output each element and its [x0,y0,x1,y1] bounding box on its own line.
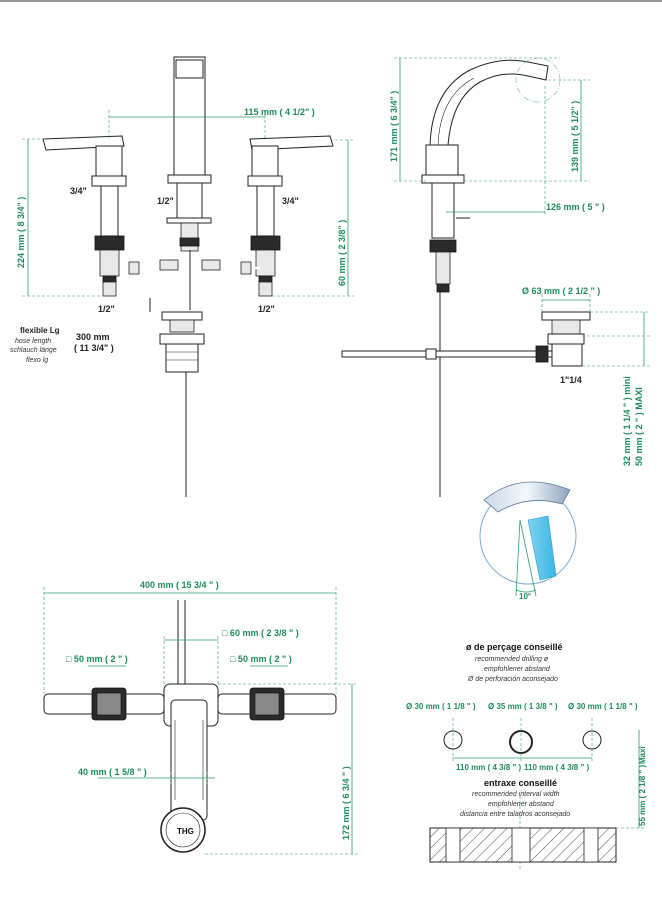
hole-center: Ø 35 mm ( 1 3/8 " ) [488,702,558,711]
side-height-171: 171 mm ( 6 3/4" ) [389,91,399,162]
side-height-139: 139 mm ( 5 1/2" ) [570,101,580,172]
inlet-right-label: 3/4" [282,196,299,206]
top-square-left: □ 50 mm ( 2 " ) [66,654,128,664]
drilling-title: ø de perçage conseillé [466,642,563,652]
outlet-left-label: 1/2" [98,304,115,314]
hole-right: Ø 30 mm ( 1 1/8 " ) [568,702,638,711]
front-body-height-label: 60 mm ( 2 3/8" ) [337,220,347,286]
drilling-de: empfohlener abstand [484,666,551,673]
front-width-label: 115 mm ( 4 1/2" ) [244,107,315,117]
hose-value-in: ( 11 3/4" ) [74,343,114,353]
side-view [341,57,650,497]
spacing-left: 110 mm ( 4 3/8 " ) [456,763,521,772]
top-depth: 172 mm ( 6 3/4 " ) [341,766,351,840]
inlet-left-label: 3/4" [70,186,87,196]
interval-en: recommended interval width [472,791,560,798]
drilling-en: recommended drilling ø [475,656,549,663]
deck-max: 50 mm ( 2 " ) MAXI [634,387,644,466]
spacing-right: 110 mm ( 4 3/8 " ) [524,763,589,772]
top-square-right: □ 50 mm ( 2 " ) [230,654,292,664]
front-height-label: 224 mm ( 8 3/4" ) [16,197,26,268]
side-reach: 126 mm ( 5 " ) [546,202,605,212]
top-width: 400 mm ( 15 3/4 " ) [140,580,219,590]
outlet-right-label: 1/2" [258,304,275,314]
spout-detail [479,481,577,597]
waste-diameter: Ø 63 mm ( 2 1/2 " ) [522,286,600,296]
hose-value: 300 mm [76,332,110,342]
deck-min: 32 mm ( 1 1/4 " ) mini [622,376,632,466]
interval-es: distancia entre taladros aconsejado [460,811,570,818]
drilling-es: Ø de perforación aconsejado [467,676,558,683]
hole-left: Ø 30 mm ( 1 1/8 " ) [406,702,476,711]
top-view [43,587,358,855]
brand-logo: THG [177,827,194,836]
waste-thread: 1"1/4 [560,375,582,385]
top-spout-width: 40 mm ( 1 5/8 " ) [78,767,147,777]
hose-title: flexible Lg [20,326,60,335]
spout-angle: 10° [519,592,531,601]
interval-title: entraxe conseillé [484,778,557,788]
top-square-center: □ 60 mm ( 2 3/8 " ) [222,628,299,638]
drilling-diagram [429,718,645,870]
interval-de: empfohlener abstand [488,801,555,808]
hose-en: hose length [15,338,51,345]
front-view [22,56,354,497]
max-height: 55 mm ( 2 1/8 " ) [638,765,647,826]
hose-es: flexo lg [26,357,48,364]
hose-de: schlauch länge [10,347,57,354]
max-label: Maxi [638,746,647,764]
inlet-center-label: 1/2" [157,196,174,206]
